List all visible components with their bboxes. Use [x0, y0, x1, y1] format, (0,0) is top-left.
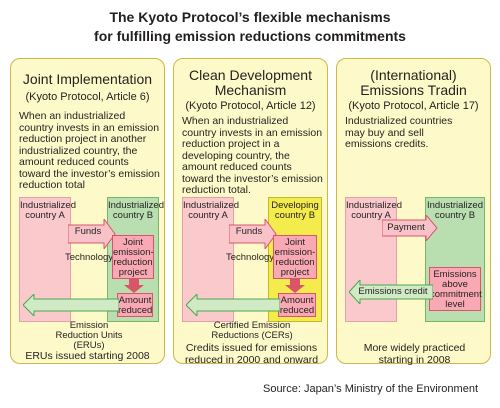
country-a-box: Industrialized country A	[345, 197, 402, 322]
project-box: Joint emission-reduction project	[112, 235, 154, 279]
excess-emissions-label: Emissions above commitment level	[430, 269, 482, 310]
panel-subheading: (Kyoto Protocol, Article 12)	[185, 100, 316, 112]
funds-label: Funds	[74, 226, 102, 237]
country-b-label: Developing country B	[271, 200, 319, 221]
excess-emissions-box: Emissions above commitment level	[429, 267, 482, 311]
payment-label: Payment	[387, 222, 425, 233]
country-a-label: Industrialized country A	[183, 200, 239, 221]
title-line-2: for fulfilling emission reductions commi…	[94, 28, 406, 44]
amount-reduced-box: Amount reduced	[117, 293, 153, 317]
panel-heading: Joint Implementation	[22, 71, 153, 87]
funds-arrow	[229, 219, 277, 249]
project-box: Joint emission-reduction project	[273, 235, 317, 279]
page-title: The Kyoto Protocol’s flexible mechanisms…	[0, 8, 500, 46]
amount-reduced-label: Amount reduced	[118, 295, 153, 316]
panel-clean-development-mechanism: Clean Development Mechanism (Kyoto Proto…	[173, 58, 328, 366]
panel-description: When an industrialized country invests i…	[182, 115, 323, 196]
project-label: Joint emission-reduction project	[274, 237, 316, 278]
panel-heading-line-1: (International)	[370, 67, 457, 83]
country-b-label: Industrialized country B	[427, 200, 483, 221]
country-a-label: Industrialized country A	[346, 200, 402, 221]
credit-label: Emissions credit	[358, 286, 428, 297]
credit-arrow	[23, 294, 119, 316]
down-arrow	[285, 279, 305, 293]
panel-heading-line-2: Mechanism	[214, 82, 287, 98]
technology-label: Technology	[64, 252, 114, 263]
panel-description: When an industrialized country invests i…	[19, 110, 160, 191]
panel-emissions-trading: (International) Emissions Tradin (Kyoto …	[336, 58, 491, 366]
panel-footer: Credits issued for emissions reduced in …	[184, 342, 319, 366]
funds-arrow	[68, 219, 116, 249]
credit-label: Emission Reduction Units (ERUs)	[55, 320, 123, 351]
panel-footer: More widely practiced starting in 2008	[363, 342, 466, 366]
panel-joint-implementation: Joint Implementation (Kyoto Protocol, Ar…	[10, 58, 165, 364]
source-note: Source: Japan’s Ministry of the Environm…	[262, 383, 478, 395]
amount-reduced-box: Amount reduced	[278, 293, 316, 317]
panel-subheading: (Kyoto Protocol, Article 6)	[25, 91, 150, 103]
technology-label: Technology	[225, 252, 275, 263]
et-diagram: Industrialized country A Industrialized …	[337, 197, 490, 329]
ji-diagram: Industrialized country A Industrialized …	[11, 197, 164, 329]
country-a-label: Industrialized country A	[20, 200, 76, 221]
payment-arrow	[382, 215, 438, 241]
panel-footer: ERUs issued starting 2008	[25, 350, 150, 362]
funds-label: Funds	[235, 226, 263, 237]
down-arrow	[124, 279, 144, 293]
country-b-label: Industrialized country B	[108, 200, 164, 221]
panel-description: Industrialized countries may buy and sel…	[345, 115, 453, 150]
panel-subheading: (Kyoto Protocol, Article 17)	[348, 100, 479, 112]
project-label: Joint emission-reduction project	[113, 237, 154, 278]
credit-arrow	[349, 280, 433, 304]
panel-heading-line-1: Clean Development	[189, 67, 312, 83]
credit-label: Certified Emission Reductions (CERs)	[211, 320, 293, 341]
title-line-1: The Kyoto Protocol’s flexible mechanisms	[109, 9, 391, 25]
cdm-diagram: Industrialized country A Developing coun…	[174, 197, 327, 329]
amount-reduced-label: Amount reduced	[279, 295, 315, 316]
panel-heading-line-2: Emissions Tradin	[360, 82, 467, 98]
credit-arrow	[186, 294, 280, 316]
